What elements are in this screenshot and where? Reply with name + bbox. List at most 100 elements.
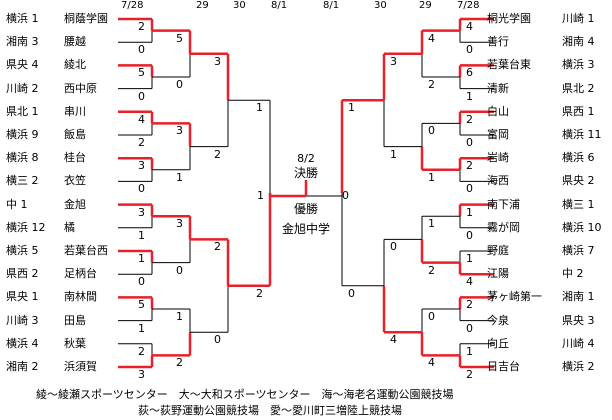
- right-team-region: 県西 1: [562, 104, 595, 118]
- right-r1-score: 6: [466, 66, 473, 80]
- right-team-name: 南下浦: [487, 197, 520, 211]
- right-r1-score: 1: [466, 89, 473, 103]
- left-r1-score: 0: [138, 89, 145, 103]
- left-team-name: 腰越: [64, 35, 86, 49]
- left-r1-score: 5: [138, 66, 145, 80]
- right-r2-score: 4: [428, 31, 435, 45]
- right-team-name: 善行: [487, 35, 509, 49]
- left-team-region: 県北 1: [6, 104, 39, 118]
- right-team-region: 中 2: [562, 267, 584, 281]
- right-team-name: 茅ヶ崎第一: [487, 290, 542, 304]
- right-team-name: 清新: [487, 81, 509, 95]
- right-team-name: 日吉台: [487, 360, 520, 373]
- date-right-r1: 7/28: [457, 0, 480, 11]
- left-r1-score: 3: [138, 159, 145, 173]
- left-r1-score: 0: [138, 43, 145, 57]
- venue-legend-line-1: 綾～綾瀬スポーツセンター 大～大和スポーツセンター 海～海老名運動公園競技場: [36, 388, 454, 401]
- left-team-region: 横浜 9: [6, 128, 39, 141]
- right-team-name: 今泉: [487, 313, 509, 327]
- left-team-region: 横浜 8: [6, 151, 39, 165]
- left-r4-score: 2: [256, 286, 263, 300]
- date-left-r1: 7/28: [121, 0, 144, 11]
- left-team-name: 金旭: [64, 197, 86, 211]
- right-r2-score: 2: [428, 78, 435, 91]
- left-team-region: 湘南 2: [6, 360, 39, 373]
- left-r2-score: 1: [176, 310, 183, 323]
- date-right-r3: 30: [374, 0, 387, 11]
- date-left-r3: 30: [233, 0, 246, 11]
- left-r1-score: 5: [138, 298, 145, 312]
- left-r2-score: 3: [176, 124, 183, 138]
- left-r2-score: 1: [176, 170, 183, 184]
- left-r1-score: 1: [138, 252, 145, 265]
- right-team-region: 横浜 7: [562, 244, 595, 257]
- left-team-region: 県央 1: [6, 290, 39, 304]
- right-team-region: 県央 3: [562, 313, 595, 327]
- right-team-region: 横浜 2: [562, 360, 595, 373]
- right-r1-score: 2: [466, 368, 473, 381]
- right-team-name: 向丘: [487, 336, 509, 350]
- right-team-region: 川崎 4: [562, 336, 595, 350]
- right-team-name: 桐光学園: [487, 12, 531, 25]
- right-team-name: 岩崎: [487, 151, 509, 165]
- left-r2-score: 2: [176, 356, 183, 370]
- final-date: 8/2: [297, 152, 315, 165]
- left-team-name: 浜須賀: [64, 360, 97, 373]
- left-team-region: 中 1: [6, 197, 28, 211]
- date-right-r4: 8/1: [323, 0, 340, 11]
- left-team-region: 県央 4: [6, 58, 39, 72]
- right-r1-score: 0: [466, 228, 473, 242]
- right-r2-score: 0: [428, 310, 435, 323]
- right-team-name: 白山: [487, 104, 509, 118]
- right-team-region: 横浜 11: [562, 128, 602, 141]
- right-r2-score: 2: [428, 263, 435, 277]
- right-team-region: 県央 2: [562, 174, 595, 188]
- left-team-region: 県西 2: [6, 267, 39, 281]
- left-team-region: 横浜 5: [6, 244, 39, 257]
- right-team-name: 海西: [487, 174, 509, 188]
- left-r1-score: 2: [138, 136, 145, 149]
- right-r4-score: 0: [348, 286, 355, 300]
- venue-legend-line-2: 荻～荻野運動公園競技場 愛～愛川町三増陸上競技場: [138, 404, 402, 417]
- left-team-region: 横浜 1: [6, 12, 39, 25]
- left-team-region: 川崎 3: [6, 313, 39, 327]
- left-team-region: 湘南 3: [6, 35, 39, 49]
- date-left-r4: 8/1: [271, 0, 288, 11]
- left-team-name: 足柄台: [64, 267, 97, 281]
- right-r1-score: 4: [466, 275, 473, 289]
- left-team-region: 横浜 4: [6, 336, 39, 350]
- right-team-region: 川崎 1: [562, 12, 595, 25]
- left-r1-score: 1: [138, 228, 145, 242]
- left-r4-score: 1: [256, 101, 263, 115]
- left-r3-score: 3: [214, 54, 221, 68]
- left-r2-score: 0: [176, 263, 183, 277]
- right-r1-score: 0: [466, 182, 473, 196]
- right-team-name: 若葉台東: [487, 58, 531, 72]
- right-r2-score: 1: [428, 170, 435, 184]
- left-team-region: 横浜 12: [6, 220, 46, 234]
- right-r3-score: 3: [390, 54, 397, 68]
- right-r2-score: 1: [428, 217, 435, 231]
- left-r2-score: 3: [176, 217, 183, 231]
- right-r1-score: 1: [466, 344, 473, 358]
- right-r2-score: 4: [428, 356, 435, 370]
- left-team-region: 川崎 2: [6, 81, 39, 95]
- final-label: 決勝: [293, 166, 318, 180]
- right-r2-score: 0: [428, 124, 435, 138]
- right-team-region: 湘南 1: [562, 290, 595, 304]
- left-r1-score: 0: [138, 182, 145, 196]
- final-right-score: 0: [342, 189, 349, 202]
- right-r1-score: 2: [466, 159, 473, 173]
- left-r2-score: 5: [176, 31, 183, 45]
- right-team-name: 江陽: [487, 267, 509, 281]
- date-left-r2: 29: [196, 0, 209, 11]
- left-team-name: 若葉台西: [64, 244, 108, 257]
- right-team-region: 横浜 6: [562, 151, 595, 165]
- left-r1-score: 1: [138, 321, 145, 335]
- right-r3-score: 1: [390, 147, 397, 161]
- right-r3-score: 4: [390, 333, 397, 347]
- right-team-name: 霧が岡: [487, 220, 520, 234]
- left-team-name: 桂台: [64, 151, 86, 165]
